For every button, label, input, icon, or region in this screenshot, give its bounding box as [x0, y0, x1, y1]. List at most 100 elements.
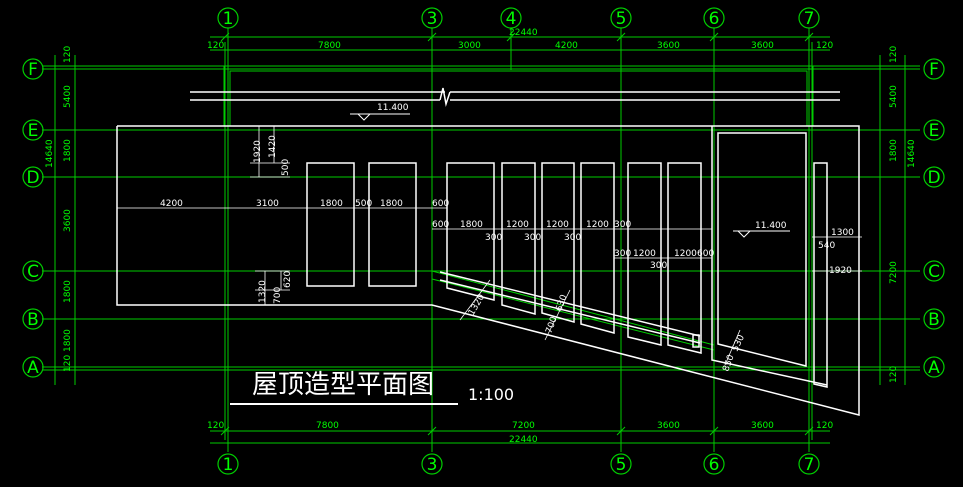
- dim-bottom-total: 22440: [509, 435, 538, 445]
- dim-left-5: 1800: [63, 280, 73, 303]
- axis-grid: [42, 28, 920, 452]
- axis-top-5-label: 7: [804, 9, 815, 29]
- dim-left-3: 1800: [63, 139, 73, 162]
- dim-300-a: 300: [485, 233, 502, 243]
- dim-300-f: 300: [650, 261, 667, 271]
- dim-top-5: 3600: [657, 41, 680, 51]
- axis-bottom-5-label: 7: [804, 455, 815, 475]
- dimension-ticks: [220, 32, 814, 436]
- dim-600-b: 600: [432, 220, 449, 230]
- dim-bottom-5: 3600: [751, 421, 774, 431]
- axis-top-2-bubble: [500, 7, 522, 29]
- axis-bottom-5-bubble: [798, 453, 820, 475]
- roof-outline: [116, 87, 860, 416]
- dim-right-5: 120: [889, 366, 899, 383]
- axis-top-5-bubble: [798, 7, 820, 29]
- axis-left-0-label: F: [28, 60, 38, 80]
- axis-top-4-bubble: [703, 7, 725, 29]
- axis-bottom-4-label: 6: [709, 455, 720, 475]
- dim-top-4: 4200: [555, 41, 578, 51]
- axis-top-0-bubble: [217, 7, 239, 29]
- interior-dim-lines: [117, 125, 862, 366]
- axis-left-3-bubble: [22, 260, 44, 282]
- dim-right-4: 7200: [889, 261, 899, 284]
- axis-right-1-bubble: [923, 119, 945, 141]
- axis-bottom-1-label: 3: [427, 455, 438, 475]
- dim-bottom-2: 7800: [316, 421, 339, 431]
- axis-bottom-0-label: 1: [223, 455, 234, 475]
- axis-left-4-bubble: [22, 308, 44, 330]
- dim-4200: 4200: [160, 199, 183, 209]
- dim-bottom-3: 7200: [512, 421, 535, 431]
- dim-300-c: 300: [564, 233, 581, 243]
- axis-left-5-bubble: [22, 356, 44, 378]
- dim-600-c: 600: [697, 249, 714, 259]
- dim-1320-b: 1320: [467, 292, 487, 317]
- axis-right-0-bubble: [923, 58, 945, 80]
- axis-left-4-label: B: [27, 310, 39, 330]
- dim-3100: 3100: [256, 199, 279, 209]
- dim-1200-e: 1200: [674, 249, 697, 259]
- dim-1800-b: 1800: [380, 199, 403, 209]
- dim-top-6: 3600: [751, 41, 774, 51]
- dim-right-total: 14640: [907, 139, 917, 168]
- roof-panels: [306, 132, 828, 388]
- axis-right-2-bubble: [923, 166, 945, 188]
- axis-bottom-3-bubble: [610, 453, 632, 475]
- axis-left-1-bubble: [22, 119, 44, 141]
- right-dims: 120 5400 1800 7200 120 14640: [889, 46, 917, 383]
- dim-300-d: 300: [614, 220, 631, 230]
- dim-left-6: 1800: [63, 329, 73, 352]
- dim-1200-d: 1200: [633, 249, 656, 259]
- dim-500: 500: [281, 159, 291, 176]
- dim-600: 600: [432, 199, 449, 209]
- axis-top-4-label: 6: [709, 9, 720, 29]
- dim-left-7: 120: [63, 355, 73, 372]
- drawing-scale: 1:100: [468, 385, 514, 404]
- dim-top-total: 22440: [509, 28, 538, 38]
- dim-300-b: 300: [524, 233, 541, 243]
- axis-right-2-label: D: [927, 168, 940, 188]
- dim-1320: 1320: [258, 280, 268, 303]
- elev-label-right: 11.400: [755, 221, 787, 231]
- axis-bottom-0-bubble: [217, 453, 239, 475]
- dim-bottom-1: 120: [207, 421, 224, 431]
- interior-annotations: 11.400 11.400 1920 1420 500 4200 3100 18…: [160, 103, 854, 373]
- dim-700: 700: [273, 287, 283, 304]
- dim-left-4: 3600: [63, 209, 73, 232]
- dim-1200-a: 1200: [506, 220, 529, 230]
- axis-top-3-bubble: [610, 7, 632, 29]
- dim-1920: 1920: [253, 140, 263, 163]
- axis-bottom-3-label: 5: [616, 455, 627, 475]
- axis-left-5-label: A: [27, 358, 39, 378]
- dim-1300: 1300: [831, 228, 854, 238]
- axis-top-1-bubble: [421, 7, 443, 29]
- dim-top-7: 120: [816, 41, 833, 51]
- axis-right-3-label: C: [928, 262, 940, 282]
- dim-left-2: 5400: [63, 85, 73, 108]
- dim-1800-a: 1800: [320, 199, 343, 209]
- dim-620: 620: [283, 271, 293, 288]
- axis-right-3-bubble: [923, 260, 945, 282]
- axis-bottom-1-bubble: [421, 453, 443, 475]
- axis-bottom-4-bubble: [703, 453, 725, 475]
- drawing-title: 屋顶造型平面图: [252, 370, 434, 400]
- axis-left-1-label: E: [28, 121, 39, 141]
- dim-right-2: 5400: [889, 85, 899, 108]
- dim-right-3: 1800: [889, 139, 899, 162]
- dim-bottom-6: 120: [816, 421, 833, 431]
- left-dims: 120 5400 1800 3600 1800 1800 120 14640: [45, 46, 73, 372]
- dim-1800-c: 1800: [460, 220, 483, 230]
- dim-bottom-4: 3600: [657, 421, 680, 431]
- dim-300-e: 300: [614, 249, 631, 259]
- dim-right-1: 120: [889, 46, 899, 63]
- dim-top-1: 120: [207, 41, 224, 51]
- axis-top-2-label: 4: [506, 9, 517, 29]
- axis-right-4-label: B: [928, 310, 940, 330]
- dim-left-total: 14640: [45, 139, 55, 168]
- axis-top-0-label: 1: [223, 9, 234, 29]
- axis-left-2-bubble: [22, 166, 44, 188]
- axis-right-0-label: F: [929, 60, 939, 80]
